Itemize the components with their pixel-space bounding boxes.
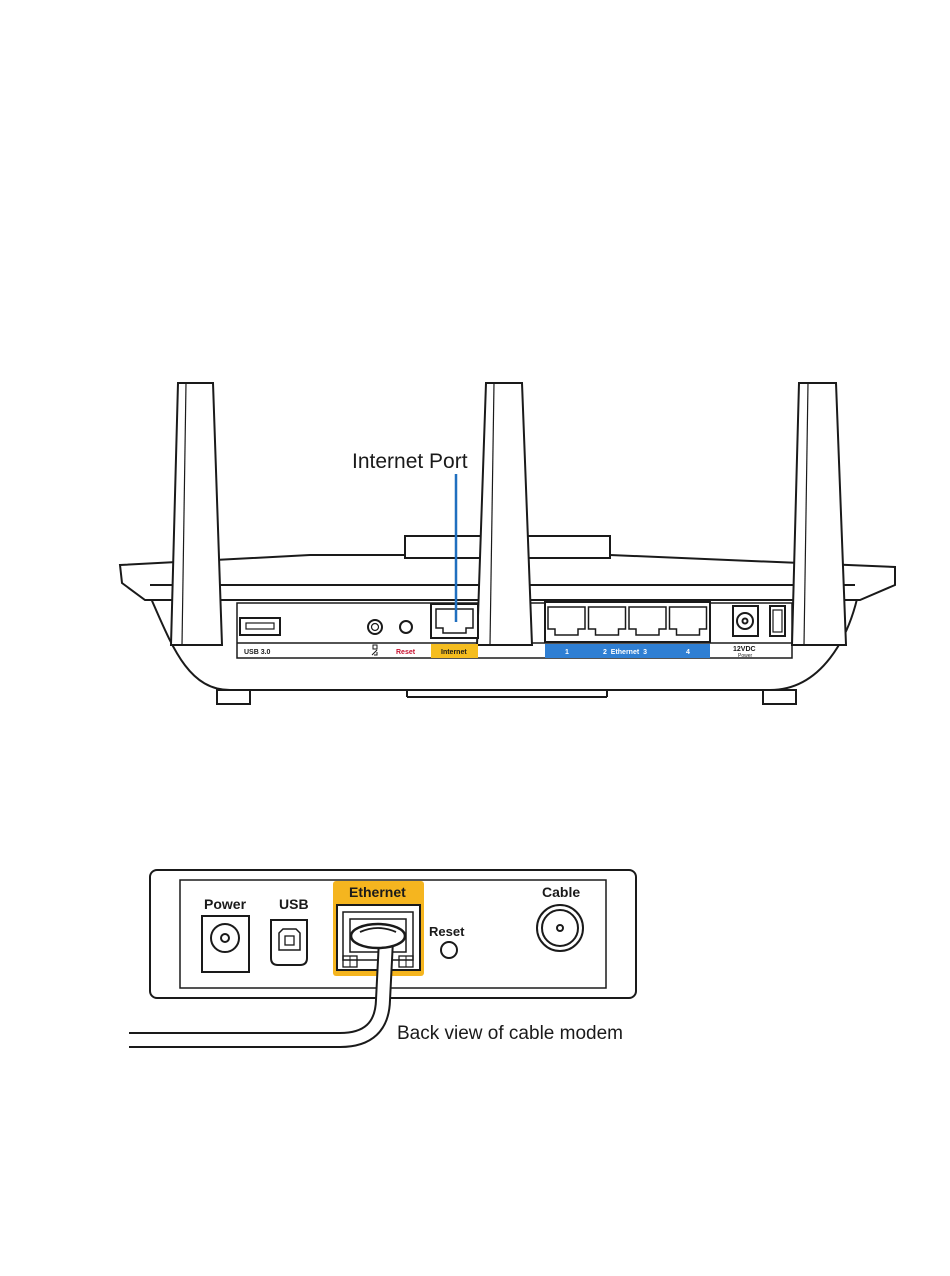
modem-reset-button [441, 942, 457, 958]
modem-caption: Back view of cable modem [397, 1023, 623, 1044]
internet-port-callout-label: Internet Port [352, 450, 468, 473]
router-usb-label: USB 3.0 [244, 649, 271, 656]
router-illustration: USB 3.0 Reset Internet 1 2 Ethernet 3 4 … [120, 383, 895, 704]
cable-modem-illustration: Power USB Ethernet Reset Cable [129, 870, 636, 1044]
antenna-left [171, 383, 222, 645]
router-eth4-label: 4 [686, 649, 690, 656]
antenna-right [792, 383, 846, 645]
router-wps-button [368, 620, 382, 634]
modem-power-label: Power [204, 896, 247, 912]
router-foot-left [217, 690, 250, 704]
router-eth1-label: 1 [565, 649, 569, 656]
modem-ethernet-label: Ethernet [349, 884, 406, 900]
router-reset-label: Reset [396, 649, 416, 656]
router-12vdc-label: 12VDC [733, 646, 756, 653]
router-ethernet-block [545, 602, 710, 642]
modem-cable-label: Cable [542, 884, 580, 900]
router-reset-button [400, 621, 412, 633]
router-ethernet-label: 2 Ethernet 3 [603, 649, 647, 656]
modem-reset-label: Reset [429, 924, 465, 939]
modem-usb-port [271, 920, 307, 965]
router-internet-label: Internet [441, 649, 467, 656]
router-foot-right [763, 690, 796, 704]
modem-usb-label: USB [279, 896, 309, 912]
antenna-center [477, 383, 532, 645]
router-power-label: Power [738, 653, 753, 659]
modem-coax-connector [537, 905, 583, 951]
